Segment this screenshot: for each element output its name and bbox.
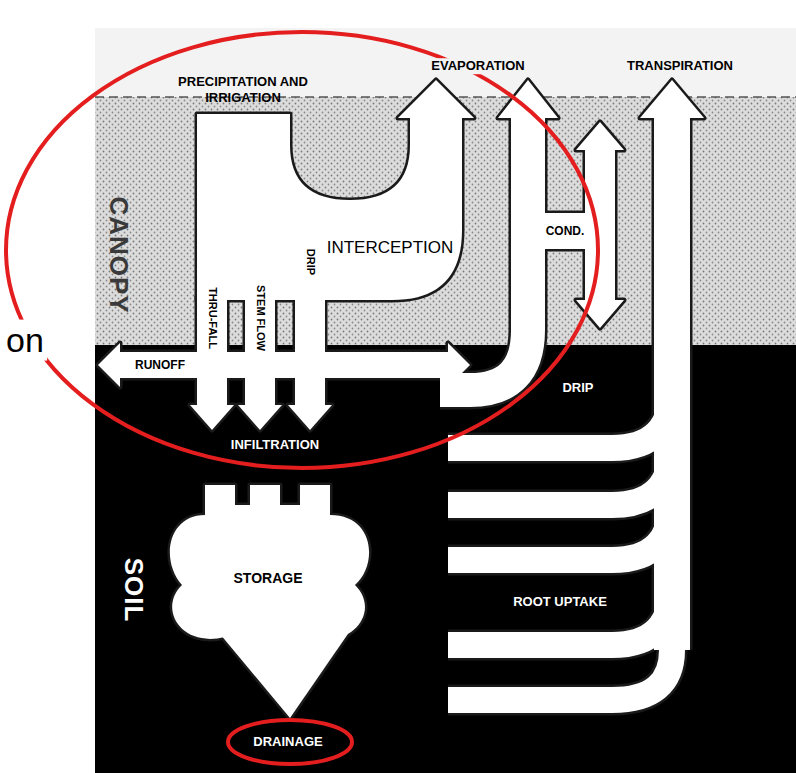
root-band bbox=[448, 585, 672, 645]
storage-blob bbox=[170, 485, 369, 651]
condensation-link bbox=[540, 213, 590, 249]
arrow-head bbox=[640, 80, 704, 118]
condensation-link bbox=[540, 213, 590, 249]
runoff-shaft bbox=[118, 350, 450, 381]
transpiration-trunk bbox=[652, 116, 693, 650]
band-label: CANOPY bbox=[102, 196, 133, 313]
flow-fill bbox=[118, 116, 672, 700]
flow-outline bbox=[98, 80, 704, 718]
arrow-head bbox=[398, 80, 474, 118]
flow-label: PRECIPITATION AND IRRIGATION bbox=[178, 74, 308, 105]
flow-label: RUNOFF bbox=[135, 358, 185, 372]
arrow-head bbox=[190, 405, 234, 430]
soil-band: SOIL bbox=[95, 345, 796, 773]
interception-body bbox=[197, 114, 462, 300]
condensation-shaft bbox=[585, 148, 615, 302]
flow-label: THRU-FALL bbox=[205, 287, 218, 349]
flow-label: COND. bbox=[546, 224, 585, 238]
band-label: SOIL bbox=[117, 558, 148, 623]
arrow-head bbox=[398, 80, 474, 118]
highlight-ellipse bbox=[228, 720, 352, 764]
annotation-text: INTERCEPTION bbox=[327, 238, 454, 258]
flow-label: DRIP bbox=[562, 380, 593, 396]
arrow-head bbox=[498, 80, 558, 118]
drainage-funnel bbox=[215, 628, 352, 718]
runoff-shaft bbox=[118, 352, 450, 378]
drainage-funnel bbox=[215, 628, 352, 718]
arrow-head bbox=[498, 80, 558, 118]
storage-blob bbox=[170, 485, 369, 651]
flow-label: STORAGE bbox=[234, 570, 303, 587]
highlight-ellipse bbox=[6, 32, 598, 468]
interception-body bbox=[197, 114, 462, 300]
flow-label: TRANSPIRATION bbox=[624, 58, 736, 74]
root-band bbox=[448, 500, 672, 560]
transpiration-trunk bbox=[654, 116, 690, 650]
arrow-head bbox=[238, 405, 282, 430]
flow-fill bbox=[98, 80, 704, 718]
arrow-head bbox=[576, 122, 624, 150]
root-band bbox=[448, 650, 672, 700]
flow-label: INFILTRATION bbox=[228, 437, 322, 453]
arrow-head bbox=[98, 343, 120, 387]
root-band bbox=[448, 445, 672, 505]
arrow-head bbox=[288, 405, 332, 430]
flow-label: EVAPORATION bbox=[428, 58, 527, 74]
arrow-head bbox=[576, 122, 624, 150]
flow-label: DRIP bbox=[303, 249, 316, 275]
canopy-band: CANOPY bbox=[95, 97, 796, 345]
flow-label: ROOT UPTAKE bbox=[513, 594, 607, 610]
arrow-head bbox=[640, 80, 704, 118]
arrow-head bbox=[98, 343, 120, 387]
arrow-head bbox=[238, 405, 282, 430]
flow-label: DRAINAGE bbox=[253, 734, 322, 750]
arrow-head bbox=[288, 405, 332, 430]
root-band bbox=[448, 585, 672, 645]
condensation-shaft bbox=[583, 148, 618, 302]
root-band bbox=[448, 388, 672, 448]
arrow-head bbox=[190, 405, 234, 430]
drip-shaft bbox=[295, 296, 325, 407]
flow-label: STEM FLOW bbox=[253, 285, 266, 351]
slide-text-fragment: on bbox=[3, 320, 47, 361]
drip-shaft bbox=[293, 296, 328, 407]
